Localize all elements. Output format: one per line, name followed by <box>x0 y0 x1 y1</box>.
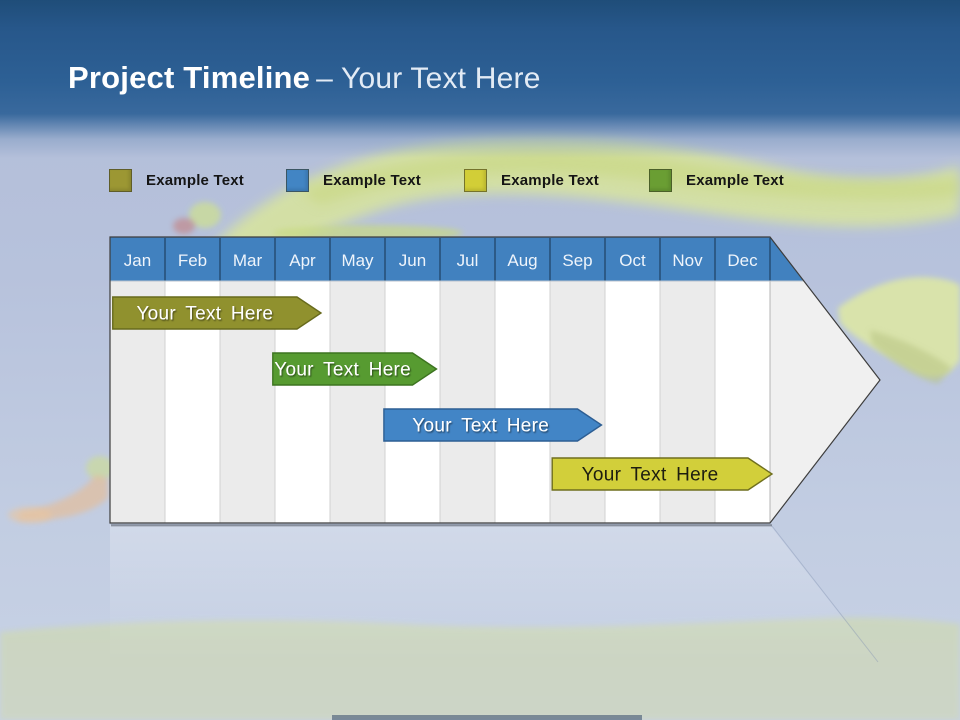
month-label[interactable]: Nov <box>672 251 703 270</box>
arrow-head-region <box>770 281 880 523</box>
timeline-bar-label[interactable]: Your Text Here <box>582 465 719 486</box>
month-label[interactable]: Aug <box>507 251 537 270</box>
month-label[interactable]: Sep <box>562 251 592 270</box>
legend-item[interactable]: Example Text <box>649 169 784 192</box>
chart-reflection <box>110 525 878 663</box>
scarf-tail-shadow-fold <box>870 330 952 384</box>
timeline-arrow-outline <box>109 236 881 524</box>
bottom-accent-bar <box>332 715 642 720</box>
timeline-bar-label[interactable]: Your Text Here <box>412 416 549 437</box>
month-label[interactable]: Jan <box>124 251 151 270</box>
chart-reflection-slant-line <box>771 525 879 663</box>
month-header <box>110 237 804 281</box>
legend-label: Example Text <box>501 172 599 189</box>
legend-swatch[interactable] <box>286 169 309 192</box>
legend-item[interactable]: Example Text <box>464 169 599 192</box>
scarf-tail-right <box>838 277 960 377</box>
month-column <box>385 281 440 523</box>
red-fabric-bit <box>173 218 195 234</box>
month-label[interactable]: Oct <box>619 251 646 270</box>
month-label[interactable]: Jun <box>399 251 426 270</box>
title-text-bold: Project Timeline <box>68 60 311 95</box>
timeline-bar[interactable] <box>112 296 323 330</box>
legend-swatch[interactable] <box>464 169 487 192</box>
month-column <box>440 281 495 523</box>
month-column <box>495 281 550 523</box>
legend-label: Example Text <box>686 172 784 189</box>
legend-item[interactable]: Example Text <box>286 169 421 192</box>
month-label[interactable]: Dec <box>727 251 758 270</box>
month-label[interactable]: Mar <box>233 251 263 270</box>
person-foot <box>8 507 52 523</box>
legend-item[interactable]: Example Text <box>109 169 244 192</box>
legend-label: Example Text <box>146 172 244 189</box>
timeline-bar[interactable] <box>551 457 774 491</box>
timeline-bar-label[interactable]: Your Text Here <box>274 360 411 381</box>
timeline-bar[interactable] <box>383 408 603 442</box>
month-label[interactable]: Jul <box>457 251 479 270</box>
month-label[interactable]: May <box>341 251 374 270</box>
month-column <box>330 281 385 523</box>
timeline-bar[interactable] <box>272 352 438 386</box>
month-label[interactable]: Feb <box>178 251 207 270</box>
legend-swatch[interactable] <box>649 169 672 192</box>
slide-title[interactable]: Project Timeline– Your Text Here <box>68 60 541 96</box>
timeline-bar-label[interactable]: Your Text Here <box>136 304 273 325</box>
scarf-piece-left <box>189 202 221 228</box>
title-text-light: – Your Text Here <box>316 62 541 95</box>
legend-swatch[interactable] <box>109 169 132 192</box>
month-label[interactable]: Apr <box>289 251 316 270</box>
legend-label: Example Text <box>323 172 421 189</box>
person-shorts <box>86 456 114 480</box>
scarf-ribbon-accent <box>300 151 960 205</box>
